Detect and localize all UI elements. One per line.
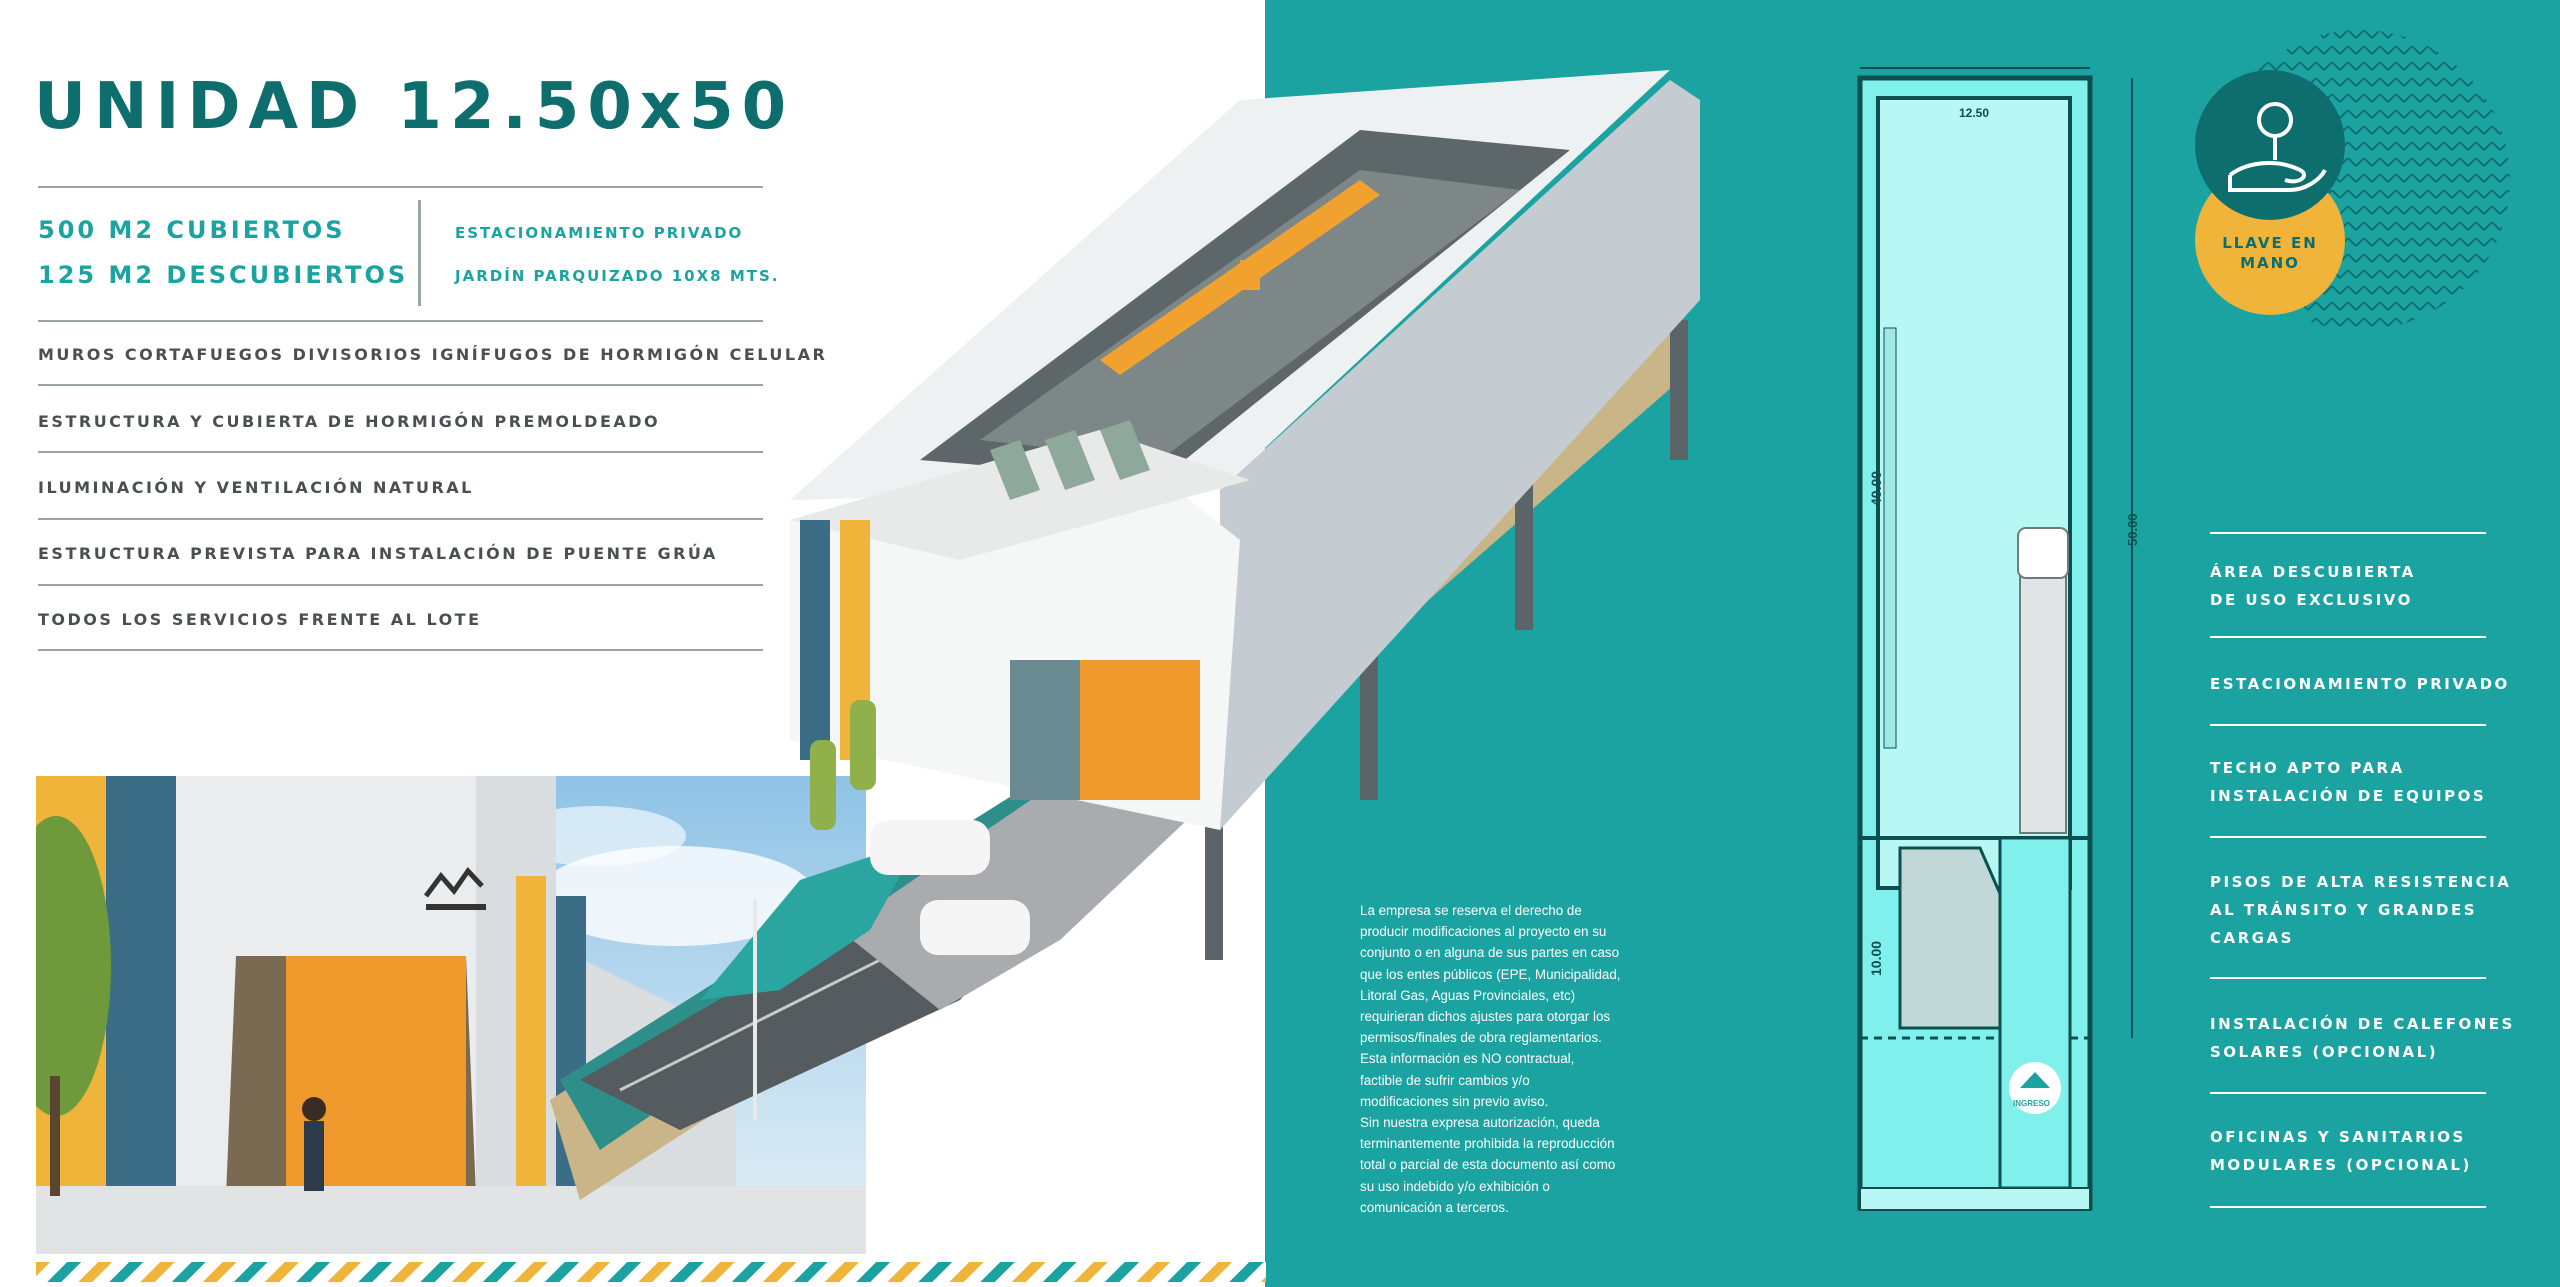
feature-line: TECHO APTO PARA: [2210, 759, 2405, 777]
decorative-stripe: [36, 1262, 1266, 1282]
disclaimer-line: factible de sufrir cambios y/o: [1360, 1072, 1530, 1088]
divider: [2210, 1092, 2486, 1094]
dim-length-label: 50.00: [2125, 513, 2140, 546]
divider: [2210, 836, 2486, 838]
feature-item: ILUMINACIÓN Y VENTILACIÓN NATURAL: [38, 478, 474, 497]
feature-line: CARGAS: [2210, 929, 2294, 947]
right-feature-item: OFICINAS Y SANITARIOS MODULARES (OPCIONA…: [2210, 1123, 2520, 1179]
spec-parking: ESTACIONAMIENTO PRIVADO: [455, 224, 744, 242]
divider: [38, 649, 763, 651]
floor-plan: 12.50 50.00 40.00 10.00 INGRESO: [1840, 58, 2160, 1218]
feature-item: MUROS CORTAFUEGOS DIVISORIOS IGNÍFUGOS D…: [38, 345, 828, 364]
right-feature-item: TECHO APTO PARA INSTALACIÓN DE EQUIPOS: [2210, 754, 2520, 810]
feature-line: SOLARES (OPCIONAL): [2210, 1043, 2439, 1061]
feature-line: DE USO EXCLUSIVO: [2210, 591, 2413, 609]
feature-line: MODULARES (OPCIONAL): [2210, 1156, 2472, 1174]
disclaimer-line: que los entes públicos (EPE, Municipalid…: [1360, 966, 1621, 982]
feature-line: ESTACIONAMIENTO PRIVADO: [2210, 675, 2510, 693]
badge-label: LLAVE EN MANO: [2210, 233, 2330, 273]
spec-covered: 500 M2 CUBIERTOS: [38, 216, 346, 244]
feature-line: ÁREA DESCUBIERTA: [2210, 563, 2416, 581]
right-feature-item: PISOS DE ALTA RESISTENCIA AL TRÁNSITO Y …: [2210, 868, 2520, 952]
right-feature-item: INSTALACIÓN DE CALEFONES SOLARES (OPCION…: [2210, 1010, 2520, 1066]
disclaimer: La empresa se reserva el derecho de prod…: [1360, 900, 1700, 1218]
disclaimer-line: modificaciones sin previo aviso.: [1360, 1093, 1549, 1109]
disclaimer-line: comunicación a terceros.: [1360, 1199, 1509, 1215]
key-hand-icon: [2228, 102, 2327, 192]
facade-photo: [36, 776, 866, 1254]
divider: [2210, 532, 2486, 534]
feature-line: INSTALACIÓN DE EQUIPOS: [2210, 787, 2487, 805]
dim-inner-label: 40.00: [1868, 470, 1884, 506]
turnkey-badge: LLAVE EN MANO: [2180, 30, 2560, 370]
divider: [38, 186, 763, 188]
right-feature-item: ESTACIONAMIENTO PRIVADO: [2210, 670, 2520, 698]
badge-line2: MANO: [2240, 254, 2300, 272]
disclaimer-line: Litoral Gas, Aguas Provinciales, etc): [1360, 987, 1576, 1003]
spec-garden: JARDÍN PARQUIZADO 10X8 MTS.: [455, 267, 780, 285]
divider: [2210, 636, 2486, 638]
spec-uncovered: 125 M2 DESCUBIERTOS: [38, 261, 409, 289]
spec-divider: [418, 200, 421, 306]
right-feature-item: ÁREA DESCUBIERTA DE USO EXCLUSIVO: [2210, 558, 2520, 614]
divider: [38, 320, 763, 322]
entry-label: INGRESO: [2013, 1099, 2050, 1108]
divider: [2210, 977, 2486, 979]
divider: [2210, 1206, 2486, 1208]
feature-item: TODOS LOS SERVICIOS FRENTE AL LOTE: [38, 610, 482, 629]
divider: [38, 584, 763, 586]
badge-line1: LLAVE EN: [2222, 234, 2318, 252]
disclaimer-line: requirieran dichos ajustes para otorgar …: [1360, 1009, 1611, 1025]
disclaimer-line: La empresa se reserva el derecho de: [1360, 903, 1582, 918]
disclaimer-line: terminantemente prohibida la reproducció…: [1360, 1136, 1615, 1152]
disclaimer-line: Esta información es NO contractual,: [1360, 1051, 1575, 1067]
feature-line: OFICINAS Y SANITARIOS: [2210, 1128, 2466, 1146]
feature-item: ESTRUCTURA PREVISTA PARA INSTALACIÓN DE …: [38, 544, 718, 563]
dim-front-label: 10.00: [1868, 940, 1884, 976]
feature-line: AL TRÁNSITO Y GRANDES: [2210, 901, 2478, 919]
feature-item: ESTRUCTURA Y CUBIERTA DE HORMIGÓN PREMOL…: [38, 412, 661, 431]
feature-line: PISOS DE ALTA RESISTENCIA: [2210, 873, 2512, 891]
divider: [38, 384, 763, 386]
dim-width-label: 12.50: [1956, 106, 1993, 120]
disclaimer-line: producir modificaciones al proyecto en s…: [1360, 924, 1607, 940]
page-title: UNIDAD 12.50x50: [34, 70, 795, 144]
divider: [2210, 724, 2486, 726]
divider: [38, 518, 763, 520]
divider: [38, 451, 763, 453]
feature-line: INSTALACIÓN DE CALEFONES: [2210, 1015, 2515, 1033]
disclaimer-line: total o parcial de esta documento así co…: [1360, 1157, 1616, 1173]
disclaimer-line: su uso indebido y/o exhibición o: [1360, 1178, 1550, 1194]
disclaimer-line: permisos/finales de obra reglamentarios.: [1360, 1030, 1602, 1046]
building-render: [540, 0, 1720, 1230]
disclaimer-line: conjunto o en alguna de sus partes en ca…: [1360, 945, 1620, 961]
disclaimer-line: Sin nuestra expresa autorización, queda: [1360, 1115, 1600, 1131]
